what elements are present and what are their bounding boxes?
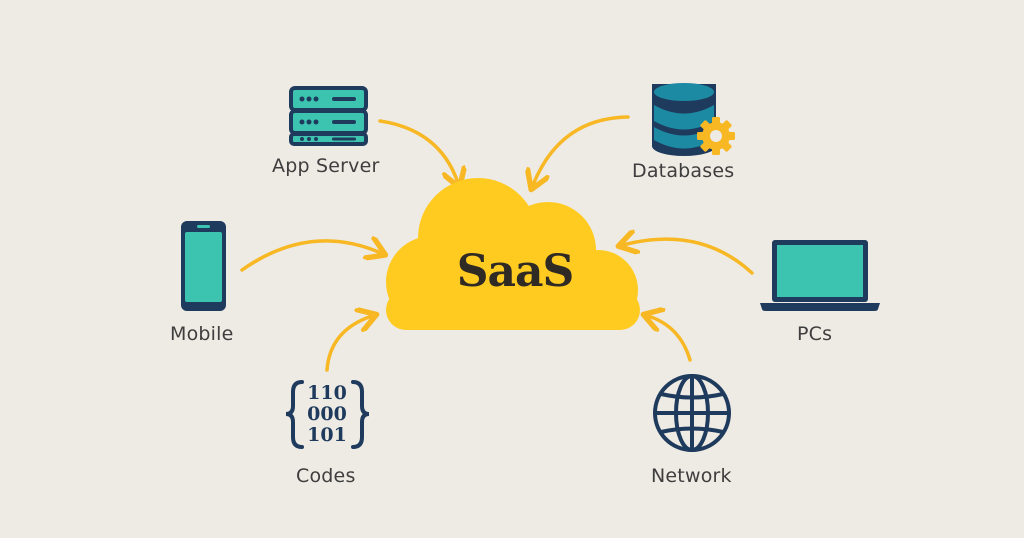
globe-network-icon bbox=[653, 374, 731, 452]
pcs-label: PCs bbox=[797, 323, 833, 345]
arrow-app-server bbox=[378, 119, 458, 183]
arrow-pcs bbox=[623, 239, 754, 275]
code-line-2: 000 bbox=[307, 403, 347, 425]
arrow-codes bbox=[325, 316, 372, 372]
code-line-3: 101 bbox=[307, 424, 347, 446]
arrow-databases bbox=[533, 115, 630, 185]
codes-label: Codes bbox=[296, 465, 356, 487]
code-line-1: 110 bbox=[307, 382, 347, 404]
arrow-mobile bbox=[240, 241, 381, 272]
saas-cloud bbox=[386, 178, 640, 330]
saas-title: SaaS bbox=[456, 246, 575, 297]
app-server-label: App Server bbox=[272, 155, 380, 177]
binary-code-icon: 110 000 101 bbox=[285, 380, 370, 449]
laptop-icon bbox=[760, 240, 880, 311]
network-label: Network bbox=[651, 465, 732, 487]
arrow-network bbox=[648, 316, 692, 362]
mobile-label: Mobile bbox=[170, 323, 234, 345]
server-rack-icon bbox=[289, 86, 368, 146]
database-gear-icon bbox=[652, 83, 735, 156]
gear-icon bbox=[697, 117, 735, 155]
databases-label: Databases bbox=[632, 160, 735, 182]
smartphone-icon bbox=[181, 221, 226, 311]
